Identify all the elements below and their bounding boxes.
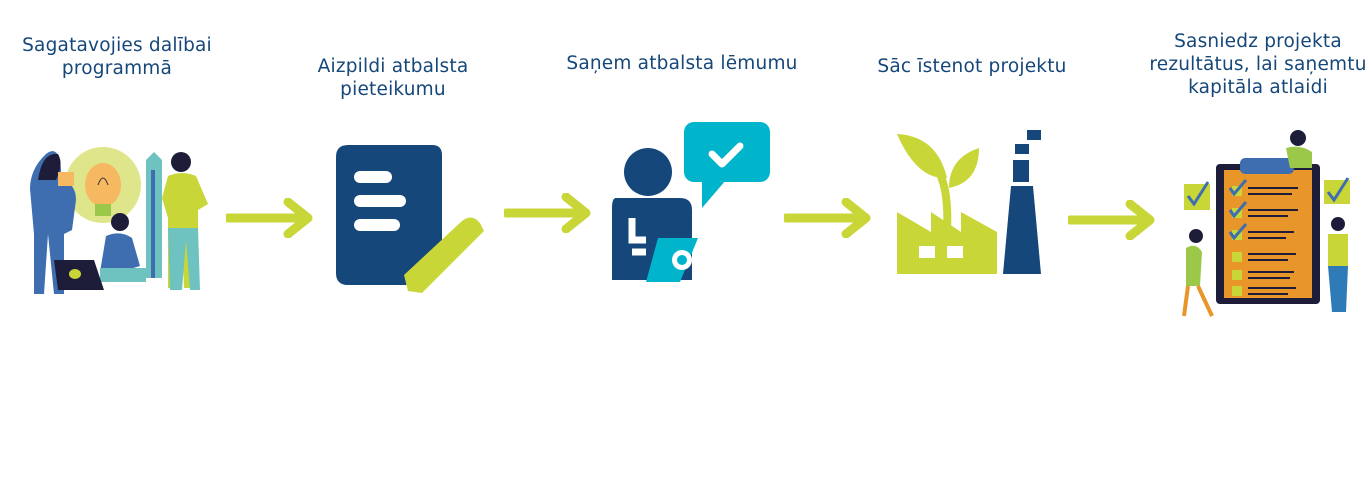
team-idea-illustration <box>30 147 208 294</box>
document-pencil-icon <box>336 145 484 293</box>
step-label: Sagatavojies dalībai programmā <box>22 35 212 79</box>
arrow-right-icon <box>226 198 313 238</box>
arrow-right-icon <box>1068 200 1155 240</box>
checklist-clipboard-illustration <box>1182 130 1350 317</box>
arrow-right-icon <box>784 198 871 238</box>
step-label: Sasniedz projekta rezultātus, lai saņemt… <box>1149 31 1366 98</box>
step-label: Sāc īstenot projektu <box>877 56 1067 77</box>
arrow-right-icon <box>504 193 591 233</box>
green-factory-icon <box>897 130 1041 274</box>
step-label: Aizpildi atbalsta pieteikumu <box>317 56 469 100</box>
person-approval-icon <box>612 122 770 282</box>
step-label: Saņem atbalsta lēmumu <box>566 53 798 74</box>
